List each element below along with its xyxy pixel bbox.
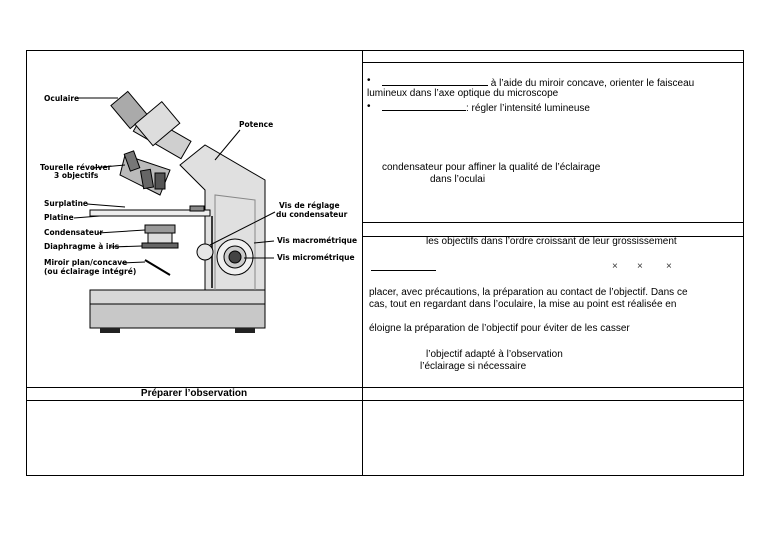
bullet-2-text: : régler l’intensité lumineuse (466, 103, 590, 114)
x-mark-2: × (637, 261, 643, 272)
label-vis-reglage: Vis de réglage (279, 201, 340, 210)
label-miroir: Miroir plan/concave (44, 258, 128, 267)
label-platine: Platine (44, 213, 74, 222)
right-divider-2 (362, 236, 744, 237)
placer-line-1: placer, avec précautions, la préparation… (369, 287, 688, 298)
bullet-1-text: à l’aide du miroir concave, orienter le … (488, 78, 695, 89)
eclairage-line: l’éclairage si nécessaire (420, 361, 527, 372)
column-divider (362, 50, 363, 476)
right-divider-1 (362, 222, 744, 223)
bullet-1-line: à l’aide du miroir concave, orienter le … (382, 76, 694, 90)
right-header-divider (362, 62, 744, 63)
bullet-2-line: : régler l’intensité lumineuse (382, 101, 590, 115)
bullet-2: • (367, 101, 371, 112)
label-oculaire: Oculaire (44, 94, 80, 103)
microscope-diagram (73, 90, 276, 333)
condensateur-line-2: dans l’oculai (430, 174, 486, 185)
fill-blank-2[interactable] (382, 101, 466, 111)
table-frame (26, 50, 744, 476)
label-vis-macro: Vis macrométrique (277, 236, 358, 245)
label-tourelle-2: 3 objectifs (54, 171, 99, 180)
condensateur-line-1: condensateur pour affiner la qualité de … (382, 162, 601, 173)
section-title-preparer: Préparer l’observation (140, 388, 248, 399)
bottom-divider-2 (26, 400, 744, 401)
placer-line-2: cas, tout en regardant dans l’oculaire, … (369, 299, 677, 310)
bullet-1: • (367, 75, 371, 86)
label-condensateur: Condensateur (44, 228, 104, 237)
x-mark-3: × (666, 261, 672, 272)
label-miroir-2: (ou éclairage intégré) (44, 267, 137, 276)
label-diaphragme: Diaphragme à iris (44, 242, 120, 251)
label-vis-reglage-2: du condensateur (276, 210, 348, 219)
fill-blank-1[interactable] (382, 76, 488, 86)
x-mark-1: × (612, 261, 618, 272)
label-potence: Potence (239, 120, 274, 129)
objectifs-line: les objectifs dans l’ordre croissant de … (426, 236, 677, 247)
label-surplatine: Surplatine (44, 199, 89, 208)
bullet-1-line-2: lumineux dans l’axe optique du microscop… (367, 88, 559, 99)
label-vis-micro: Vis micrométrique (277, 253, 355, 262)
objectif-adapte-line: l’objectif adapté à l’observation (426, 349, 563, 360)
bottom-divider-1 (26, 387, 744, 388)
label-tourelle: Tourelle révolver (40, 163, 112, 172)
eloigne-line: éloigne la préparation de l’objectif pou… (369, 323, 630, 334)
fill-blank-3[interactable] (371, 261, 436, 271)
